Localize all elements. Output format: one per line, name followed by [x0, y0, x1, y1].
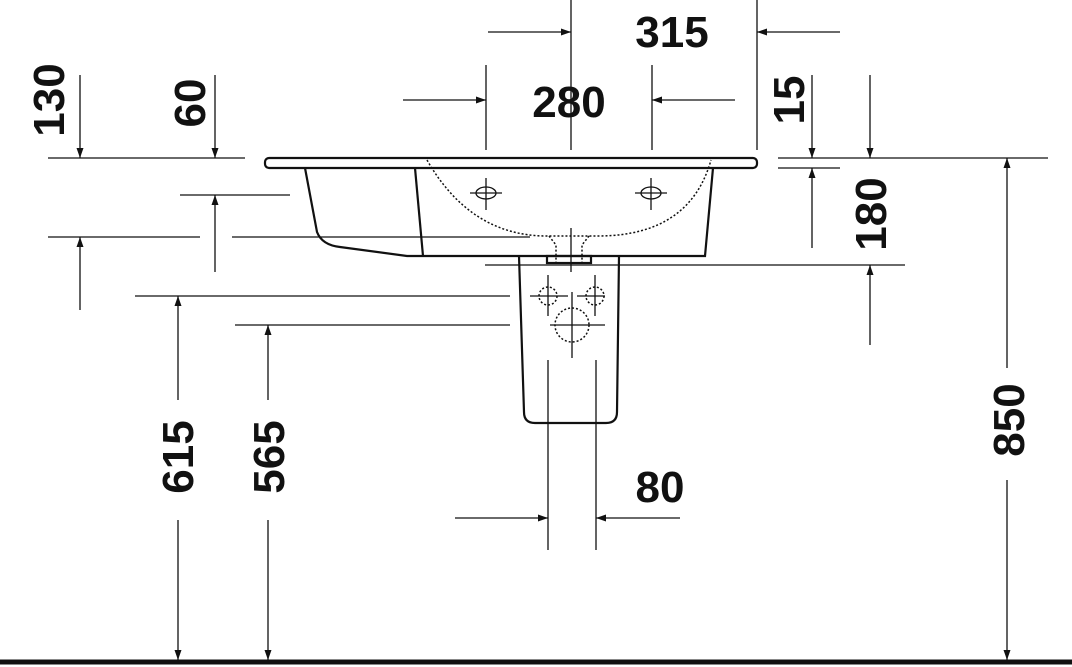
tap-hole-left: [470, 178, 502, 210]
dim-565: 565: [245, 420, 294, 493]
dimension-arrows: [76, 28, 1011, 660]
dim-130: 130: [25, 63, 74, 136]
dim-60: 60: [166, 79, 215, 128]
countertop-rim: [263, 156, 759, 170]
shelf-wall: [413, 167, 425, 257]
basin-body: [303, 167, 715, 258]
tap-hole-right: [635, 178, 667, 210]
siphon-cover: [517, 255, 621, 425]
bowl-contour: [426, 159, 712, 237]
drain-flange: [545, 254, 593, 265]
basin-outline: [263, 156, 759, 272]
dim-615: 615: [154, 420, 203, 493]
dim-180: 180: [847, 177, 896, 250]
drain: [548, 235, 590, 263]
dim-850: 850: [985, 383, 1034, 456]
dim-80: 80: [636, 463, 685, 512]
dim-15: 15: [765, 76, 814, 125]
dim-280: 280: [532, 78, 605, 127]
dim-315: 315: [635, 8, 708, 57]
